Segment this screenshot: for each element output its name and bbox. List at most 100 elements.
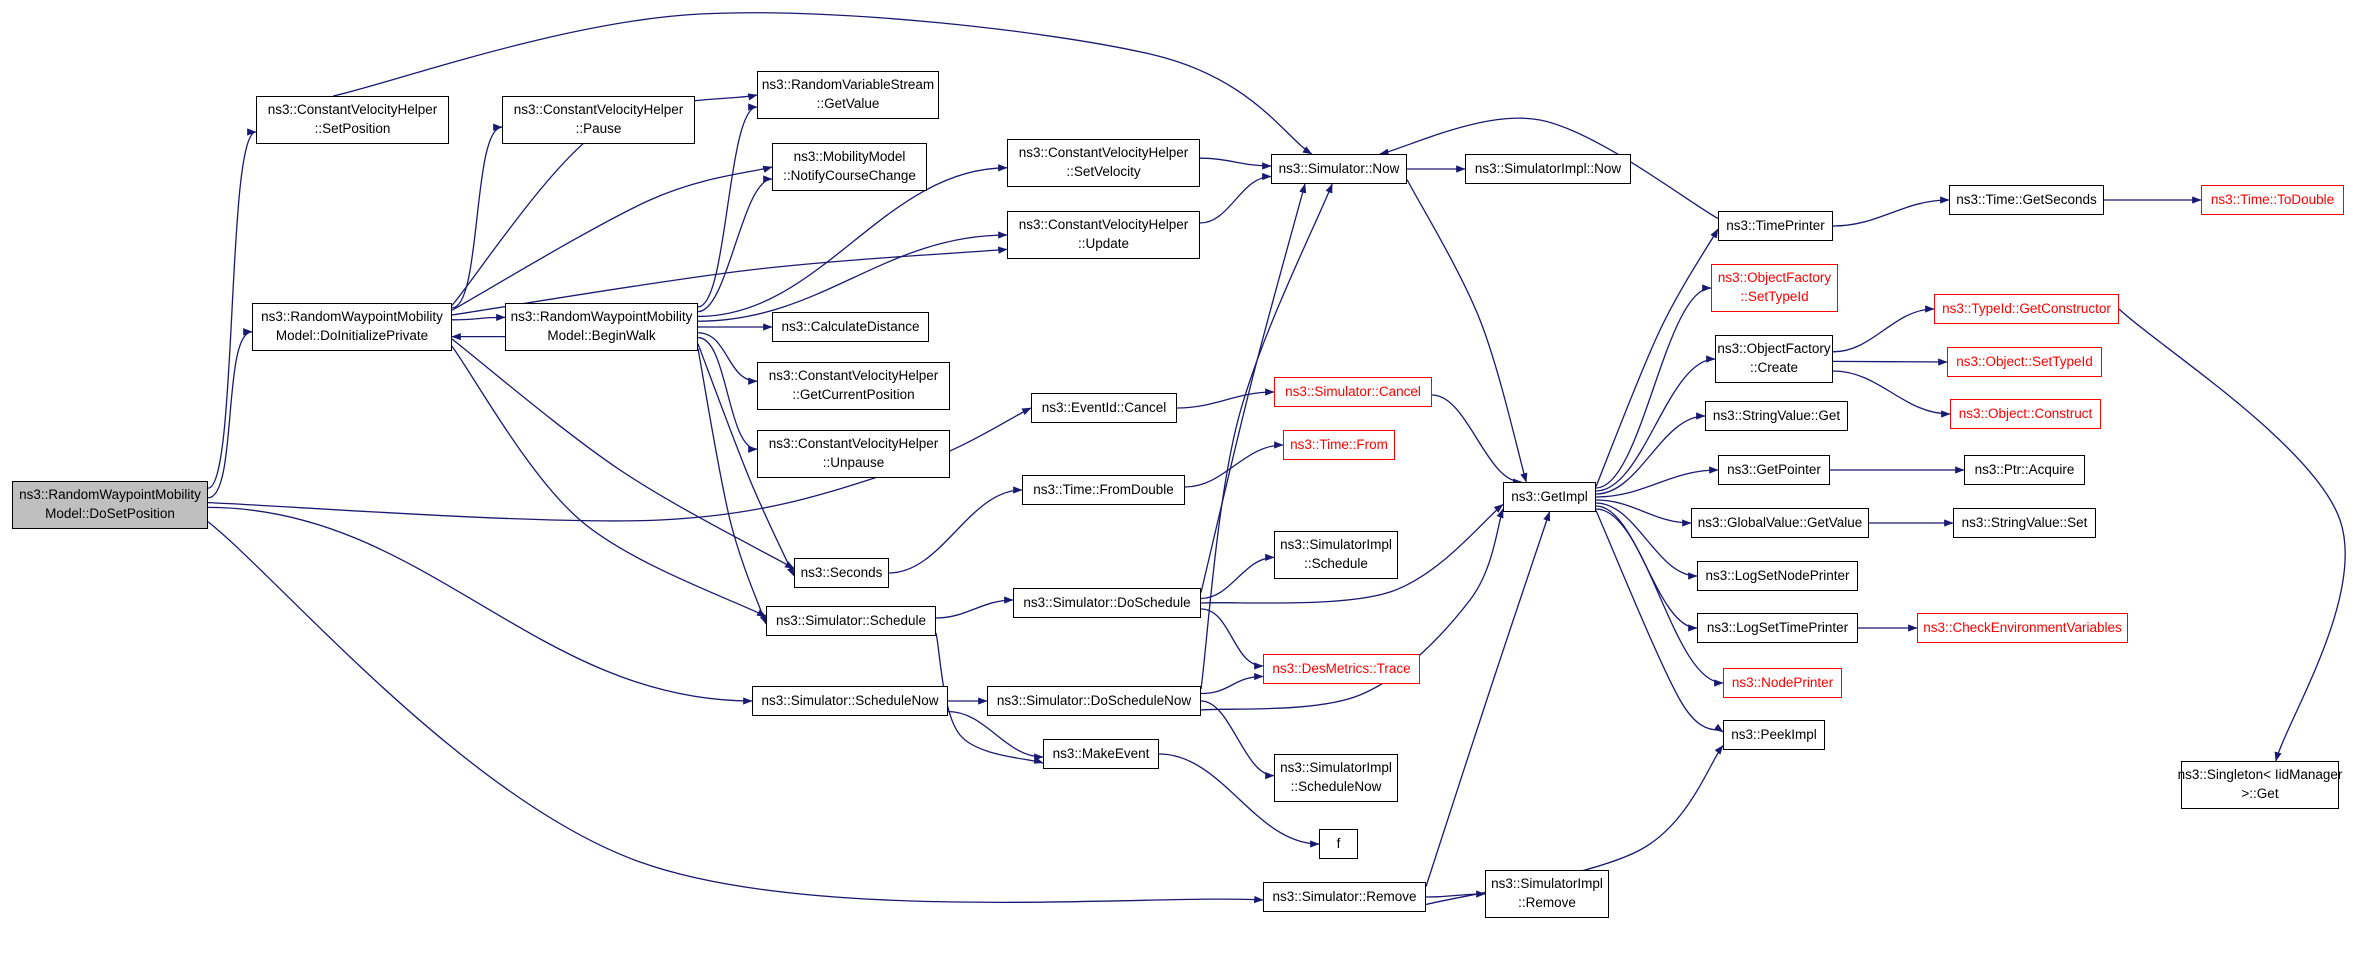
node-obj-construct[interactable]: ns3::Object::Construct (1950, 399, 2101, 429)
node-get-pointer[interactable]: ns3::GetPointer (1718, 455, 1830, 485)
node-label: ns3::RandomVariableStream (761, 77, 935, 93)
node-label: ns3::Simulator::Cancel (1285, 383, 1421, 399)
node-label: ns3::LogSetNodePrinter (1705, 567, 1850, 583)
node-notify-course-change[interactable]: ns3::MobilityModel::NotifyCourseChange (772, 143, 927, 191)
node-get-constructor[interactable]: ns3::TypeId::GetConstructor (1934, 294, 2119, 324)
node-peek-impl[interactable]: ns3::PeekImpl (1723, 720, 1825, 750)
node-of-create[interactable]: ns3::ObjectFactory::Create (1715, 335, 1833, 383)
node-calculate-distance[interactable]: ns3::CalculateDistance (772, 312, 929, 342)
node-label: ns3::SimulatorImpl (1280, 537, 1392, 553)
node-label: ns3::SimulatorImpl::Now (1474, 160, 1622, 176)
node-label: ns3::TypeId::GetConstructor (1942, 300, 2111, 316)
edge-get-impl-to-sv-get (1595, 412, 1706, 495)
edge-begin-walk-to-cvh-update (697, 231, 1008, 322)
node-cvh-update[interactable]: ns3::ConstantVelocityHelper::Update (1007, 211, 1200, 259)
node-label: ::NotifyCourseChange (783, 168, 916, 183)
node-label: ns3::MakeEvent (1052, 745, 1150, 761)
node-get-seconds[interactable]: ns3::Time::GetSeconds (1949, 185, 2104, 215)
node-make-event[interactable]: ns3::MakeEvent (1043, 739, 1159, 769)
node-cvh-set-position[interactable]: ns3::ConstantVelocityHelper::SetPosition (256, 96, 449, 144)
edge-time-printer-to-get-seconds (1832, 196, 1950, 227)
edge-sim-now-to-get-impl (1406, 179, 1528, 483)
node-label: ns3::Time::GetSeconds (1956, 191, 2097, 207)
edge-get-impl-to-get-pointer (1595, 466, 1719, 498)
node-impl-now[interactable]: ns3::SimulatorImpl::Now (1465, 154, 1631, 184)
node-time-from[interactable]: ns3::Time::From (1283, 430, 1395, 460)
node-sim-cancel[interactable]: ns3::Simulator::Cancel (1274, 377, 1432, 407)
node-sv-set[interactable]: ns3::StringValue::Set (1953, 508, 2096, 538)
node-label: ns3::Ptr::Acquire (1974, 461, 2075, 477)
node-label: ns3::Simulator::Remove (1272, 888, 1417, 904)
node-label: ns3::RandomWaypointMobility (510, 309, 693, 325)
edge-do-set-position-to-cvh-set-position (207, 128, 257, 489)
node-impl-remove[interactable]: ns3::SimulatorImpl::Remove (1485, 870, 1609, 918)
node-label: ns3::Simulator::DoScheduleNow (996, 692, 1192, 708)
edge-event-id-cancel-to-sim-cancel (1176, 388, 1275, 409)
edge-do-schedule-to-get-impl (1200, 503, 1504, 604)
node-cvh-get-current-position[interactable]: ns3::ConstantVelocityHelper::GetCurrentP… (757, 362, 950, 410)
edge-do-schedule-now-to-impl-schedule-now (1200, 700, 1275, 780)
edge-begin-walk-to-cvh-set-velocity (697, 164, 1008, 318)
node-time-printer[interactable]: ns3::TimePrinter (1718, 211, 1833, 241)
node-ptr-acquire[interactable]: ns3::Ptr::Acquire (1964, 455, 2085, 485)
node-label: ::Unpause (822, 455, 885, 470)
edge-time-printer-to-sim-now (1379, 117, 1719, 220)
node-label: ns3::ConstantVelocityHelper (513, 102, 684, 118)
node-of-set-type-id[interactable]: ns3::ObjectFactory::SetTypeId (1711, 264, 1838, 312)
node-label: ns3::GlobalValue::GetValue (1697, 514, 1863, 530)
node-label: ::SetTypeId (1740, 289, 1809, 304)
node-cvh-pause[interactable]: ns3::ConstantVelocityHelper::Pause (502, 96, 695, 144)
node-label: f (1336, 835, 1341, 851)
node-sim-remove[interactable]: ns3::Simulator::Remove (1263, 882, 1426, 912)
edge-get-impl-to-log-set-node-printer (1595, 502, 1698, 580)
node-label: ns3::TimePrinter (1726, 217, 1825, 233)
node-time-from-double[interactable]: ns3::Time::FromDouble (1022, 475, 1185, 505)
node-log-set-time-printer[interactable]: ns3::LogSetTimePrinter (1697, 613, 1858, 643)
edge-do-schedule-to-impl-schedule (1200, 553, 1275, 600)
node-sim-schedule[interactable]: ns3::Simulator::Schedule (766, 606, 936, 636)
edge-do-schedule-now-to-des-trace (1200, 672, 1264, 695)
edge-do-initialize-private-to-begin-walk (451, 313, 506, 322)
node-label: ns3::PeekImpl (1731, 726, 1817, 742)
node-check-env[interactable]: ns3::CheckEnvironmentVariables (1917, 613, 2128, 643)
node-label: ns3::RandomWaypointMobility (19, 487, 201, 503)
node-get-impl[interactable]: ns3::GetImpl (1503, 482, 1596, 512)
node-rvs-get-value[interactable]: ns3::RandomVariableStream::GetValue (757, 71, 939, 119)
edge-begin-walk-to-sim-schedule (697, 348, 767, 625)
node-gv-get-value[interactable]: ns3::GlobalValue::GetValue (1691, 508, 1869, 538)
node-singleton-get[interactable]: ns3::Singleton< IidManager>::Get (2178, 761, 2342, 809)
node-obj-set-type-id[interactable]: ns3::Object::SetTypeId (1947, 347, 2102, 377)
edge-sim-cancel-to-get-impl (1431, 394, 1523, 486)
node-label: ns3::GetImpl (1511, 488, 1588, 504)
node-impl-schedule-now[interactable]: ns3::SimulatorImpl::ScheduleNow (1274, 754, 1398, 802)
node-des-trace[interactable]: ns3::DesMetrics::Trace (1263, 654, 1420, 684)
edge-sim-remove-to-get-impl (1425, 511, 1551, 887)
edge-of-create-to-obj-set-type-id (1832, 358, 1948, 366)
node-label: ::SetVelocity (1066, 164, 1141, 179)
node-label: ns3::Seconds (800, 564, 883, 580)
node-impl-schedule[interactable]: ns3::SimulatorImpl::Schedule (1274, 531, 1398, 579)
node-label: ::Remove (1518, 895, 1576, 910)
node-cvh-set-velocity[interactable]: ns3::ConstantVelocityHelper::SetVelocity (1007, 139, 1200, 187)
node-log-set-node-printer[interactable]: ns3::LogSetNodePrinter (1697, 561, 1858, 591)
node-cvh-unpause[interactable]: ns3::ConstantVelocityHelper::Unpause (757, 430, 950, 478)
node-label: ::Pause (575, 121, 622, 136)
node-sv-get[interactable]: ns3::StringValue::Get (1705, 401, 1848, 431)
node-node-printer[interactable]: ns3::NodePrinter (1723, 668, 1842, 698)
node-label: ns3::ObjectFactory (1717, 270, 1832, 286)
node-f[interactable]: f (1319, 829, 1358, 859)
node-sim-schedule-now[interactable]: ns3::Simulator::ScheduleNow (752, 686, 948, 716)
node-do-schedule[interactable]: ns3::Simulator::DoSchedule (1013, 588, 1201, 618)
node-sim-now[interactable]: ns3::Simulator::Now (1271, 154, 1407, 184)
node-seconds[interactable]: ns3::Seconds (794, 558, 889, 588)
node-event-id-cancel[interactable]: ns3::EventId::Cancel (1031, 393, 1177, 423)
node-label: Model::DoSetPosition (45, 506, 175, 521)
edge-sim-remove-to-peek-impl (1425, 745, 1724, 906)
node-to-double[interactable]: ns3::Time::ToDouble (2201, 185, 2344, 215)
node-do-schedule-now[interactable]: ns3::Simulator::DoScheduleNow (987, 686, 1201, 716)
edge-do-schedule-to-des-trace (1200, 608, 1264, 670)
